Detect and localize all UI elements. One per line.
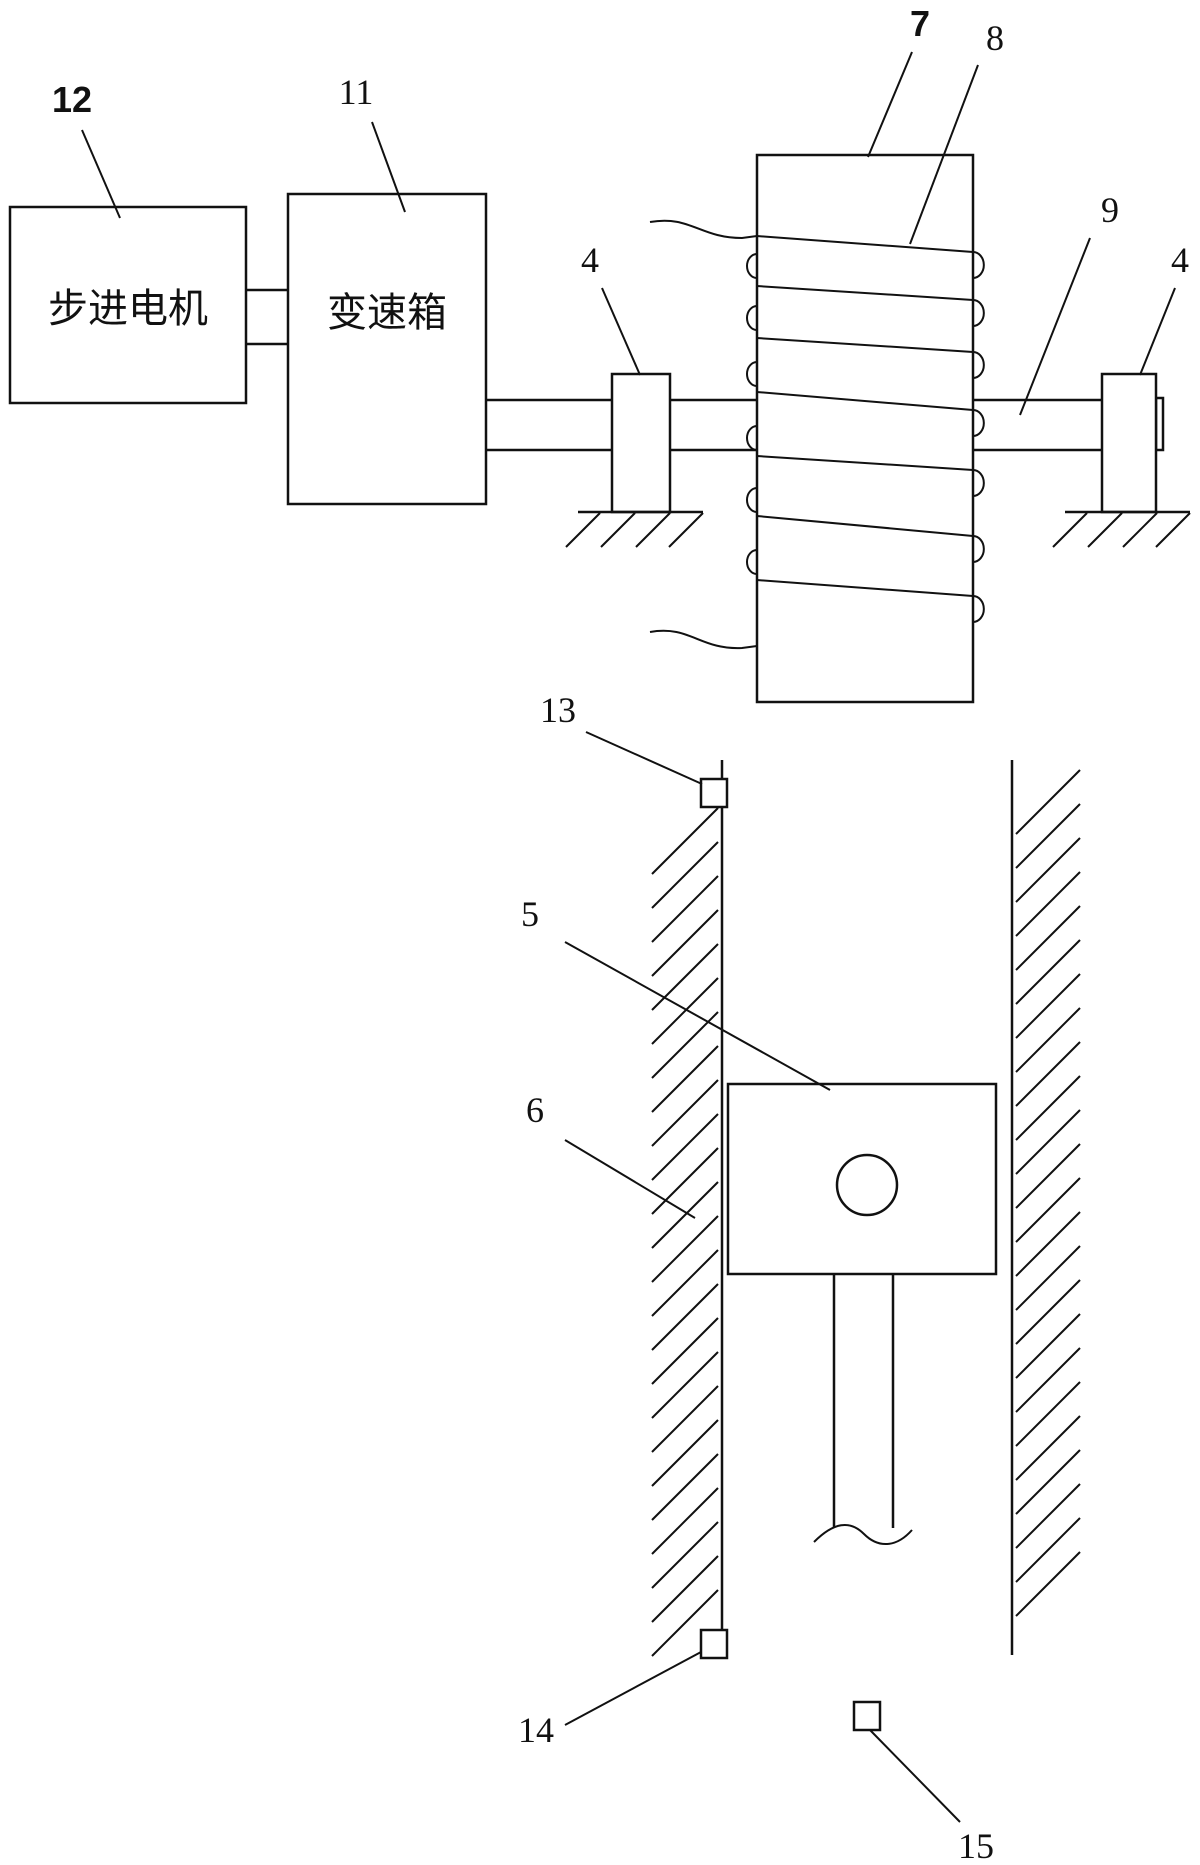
- leader-line-12: [81, 129, 121, 219]
- gearbox: 变速箱: [286, 192, 488, 506]
- winding-drum: [755, 153, 975, 704]
- bearing-right: [1052, 372, 1191, 548]
- leader-line-7: [867, 51, 913, 158]
- leader-line-5: [564, 941, 831, 1091]
- leader-line-15: [869, 1729, 961, 1823]
- bearing-left: [565, 372, 704, 548]
- ref-6: 6: [526, 1090, 544, 1130]
- weight-block: [726, 1082, 998, 1545]
- leader-line-13: [585, 731, 703, 785]
- ref-8: 8: [986, 18, 1004, 58]
- leader-line-6: [564, 1139, 696, 1219]
- guide-rail: [651, 760, 1081, 1657]
- ref-5: 5: [521, 894, 539, 934]
- sensor-bottom-center: [852, 1700, 882, 1732]
- leader-line-4-left: [601, 287, 641, 376]
- sensor-top: [699, 777, 729, 809]
- ref-7: 7: [910, 3, 930, 44]
- stepper-motor: 步进电机: [8, 205, 248, 405]
- leader-line-4-right: [1139, 287, 1176, 376]
- ref-13: 13: [540, 690, 576, 730]
- ref-9: 9: [1101, 190, 1119, 230]
- ref-11: 11: [339, 72, 374, 112]
- ref-4-left: 4: [581, 240, 599, 280]
- leader-line-9: [1019, 237, 1091, 416]
- gearbox-label: 变速箱: [327, 290, 447, 336]
- stepper-motor-label: 步进电机: [48, 286, 208, 332]
- leader-line-11: [371, 121, 406, 213]
- ref-12: 12: [52, 79, 92, 120]
- ref-15: 15: [958, 1826, 994, 1865]
- leader-line-8: [909, 64, 979, 245]
- ref-4-right: 4: [1171, 240, 1189, 280]
- cable-winding: [649, 219, 985, 650]
- ref-14: 14: [518, 1710, 554, 1750]
- sensor-bottom: [699, 1628, 729, 1660]
- leader-line-14: [564, 1651, 702, 1726]
